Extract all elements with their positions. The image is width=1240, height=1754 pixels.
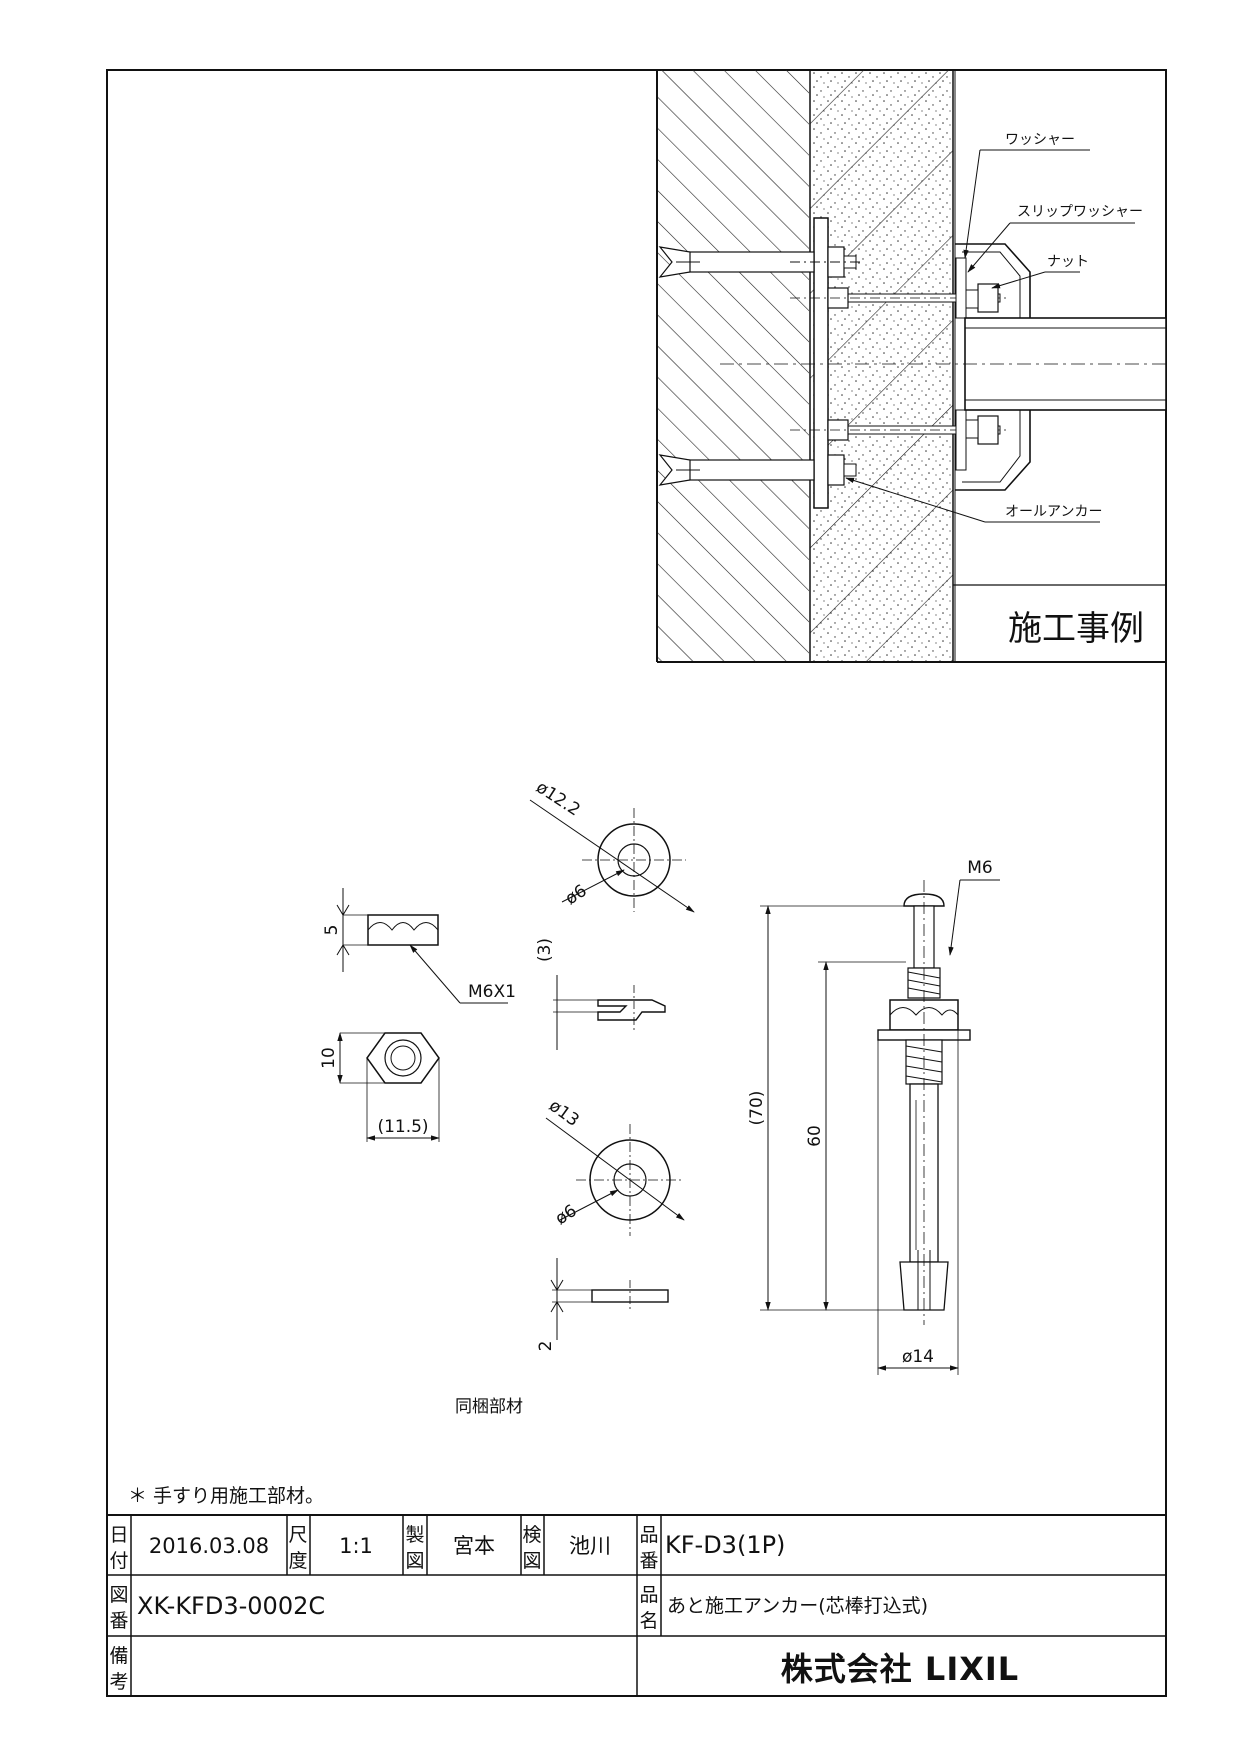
date-label-2: 付: [109, 1550, 128, 1572]
callout-slip-washer: スリップワッシャー: [1017, 204, 1143, 220]
anchor-total-length-dim: (70): [747, 1091, 767, 1126]
part-no-label-2: 番: [639, 1550, 658, 1572]
checker-value: 池川: [569, 1534, 611, 1558]
part-no-label: 品: [639, 1524, 658, 1546]
anchor-body-length-dim: 60: [805, 1125, 825, 1147]
remarks-label-2: 考: [109, 1671, 128, 1693]
anchor-thread-dim: M6: [967, 858, 992, 878]
product-name-value: あと施工アンカー(芯棒打込式): [667, 1595, 928, 1617]
callout-nut: ナット: [1047, 254, 1089, 270]
slip-washer-inner-dim: ø6: [562, 881, 591, 909]
anchor-washer-dia-dim: ø14: [902, 1347, 934, 1367]
slip-washer-detail: ø12.2 ø6 (3): [529, 777, 695, 1050]
drafter-label-2: 図: [405, 1550, 424, 1572]
nut-width-corners-dim: (11.5): [377, 1117, 428, 1137]
included-parts-label: 同梱部材: [455, 1397, 523, 1417]
washer-inner-dim: ø6: [552, 1201, 581, 1229]
section-title: 施工事例: [1008, 609, 1144, 649]
nut-thread-dim: M6X1: [468, 982, 516, 1002]
washer-detail: ø13 ø6 2: [536, 1096, 685, 1352]
product-name-label-2: 名: [639, 1610, 658, 1632]
checker-label-2: 図: [522, 1550, 541, 1572]
checker-label: 検: [522, 1524, 541, 1546]
anchor-bolt-detail: M6 (70) 60 ø14: [747, 858, 1000, 1375]
drawing-no-label-2: 番: [109, 1610, 128, 1632]
washer-outer-dim: ø13: [545, 1096, 583, 1131]
part-no-value: KF-D3(1P): [665, 1531, 785, 1559]
nut-width-flats-dim: 10: [319, 1047, 339, 1069]
nut-height-dim: 5: [322, 925, 342, 936]
company-name: 株式会社 LIXIL: [781, 1650, 1019, 1688]
drawing-no-value: XK-KFD3-0002C: [137, 1592, 325, 1620]
slip-washer-thickness-dim: (3): [535, 938, 555, 962]
scale-value: 1:1: [339, 1534, 373, 1558]
drawing-border: [106, 69, 1167, 1697]
upper-anchor: [658, 246, 860, 278]
date-value: 2016.03.08: [149, 1534, 269, 1558]
nut-detail: 5 M6X1 10 (11.5): [319, 888, 516, 1142]
slip-washer-outer-dim: ø12.2: [532, 777, 583, 820]
callout-washer: ワッシャー: [1005, 132, 1075, 148]
callout-all-anchor: オールアンカー: [1005, 504, 1102, 520]
scale-label-2: 度: [288, 1550, 307, 1572]
title-block: 日 付 2016.03.08 尺 度 1:1 製 図 宮本 検 図 池川 品 番…: [107, 1514, 1166, 1696]
product-name-label: 品: [639, 1584, 658, 1606]
drafter-label: 製: [405, 1524, 424, 1546]
drawing-no-label: 図: [109, 1584, 128, 1606]
washer-thickness-dim: 2: [536, 1341, 556, 1352]
remarks-label: 備: [109, 1645, 128, 1667]
drafter-value: 宮本: [453, 1534, 495, 1558]
scale-label: 尺: [288, 1524, 307, 1546]
date-label: 日: [109, 1524, 128, 1546]
note-text: ＊ 手すり用施工部材。: [128, 1485, 324, 1507]
lower-anchor: [658, 454, 857, 486]
construction-example-section: ワッシャー スリップワッシャー ナット オールアンカー 施工事例: [656, 70, 1167, 663]
